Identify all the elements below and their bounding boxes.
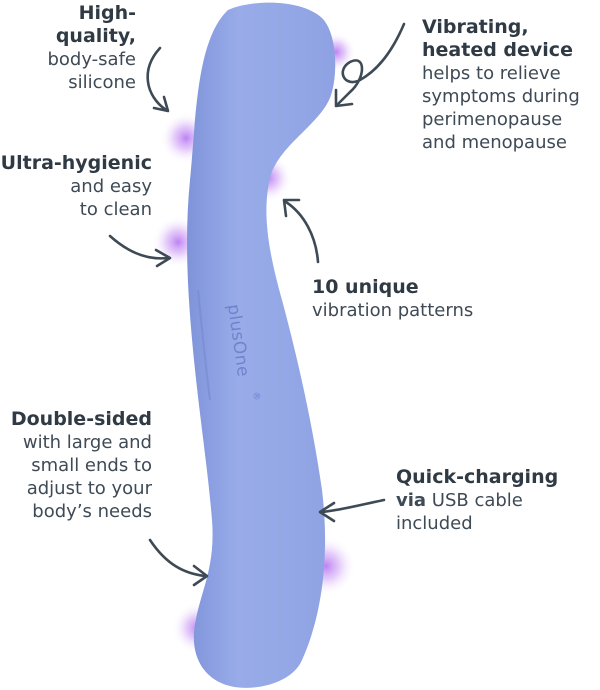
callout-bold-word: via [396,490,427,511]
arrow-patterns [282,198,320,264]
callout-line: adjust to your [26,478,152,499]
callout-heated: Vibrating, heated device helps to reliev… [422,16,598,154]
callout-line: via USB cable [396,489,596,512]
callout-hygienic: Ultra-hygienic and easy to clean [0,152,152,221]
arrow-heated [334,22,406,108]
callout-charging: Quick-charging via USB cable included [396,466,596,535]
callout-patterns: 10 unique vibration patterns [312,276,512,322]
callout-line: vibration patterns [312,300,474,321]
arrow-double [148,538,209,587]
callout-title: 10 unique [312,276,419,298]
callout-silicone: High-quality, body-safe silicone [0,2,136,94]
callout-line: symptoms during [422,86,580,107]
callout-line: body’s needs [32,501,152,522]
callout-line: to clean [79,199,152,220]
arrow-charging [318,498,386,523]
callout-line-rest: USB cable [426,490,523,511]
arrow-silicone [146,46,170,113]
callout-line: small ends to [31,455,152,476]
callout-title: Vibrating, [422,16,529,38]
device-seam [197,289,211,401]
registered-mark: ® [250,391,261,401]
callout-line: body-safe [47,49,136,70]
callout-line: helps to relieve [422,63,561,84]
callout-line: and menopause [422,132,567,153]
callout-line: silicone [68,72,136,93]
arrow-hygienic [108,234,172,268]
callout-double-sided: Double-sided with large and small ends t… [0,408,152,523]
callout-title: Double-sided [10,408,152,430]
callout-line: and easy [70,176,152,197]
callout-title: Quick-charging [396,466,559,488]
callout-title: Ultra-hygienic [0,152,152,174]
device-body [187,2,336,688]
callout-line: included [396,513,473,534]
callout-title: High-quality, [55,2,136,47]
callout-line: with large and [22,432,152,453]
callout-title: heated device [422,39,573,61]
callout-line: perimenopause [422,109,563,130]
